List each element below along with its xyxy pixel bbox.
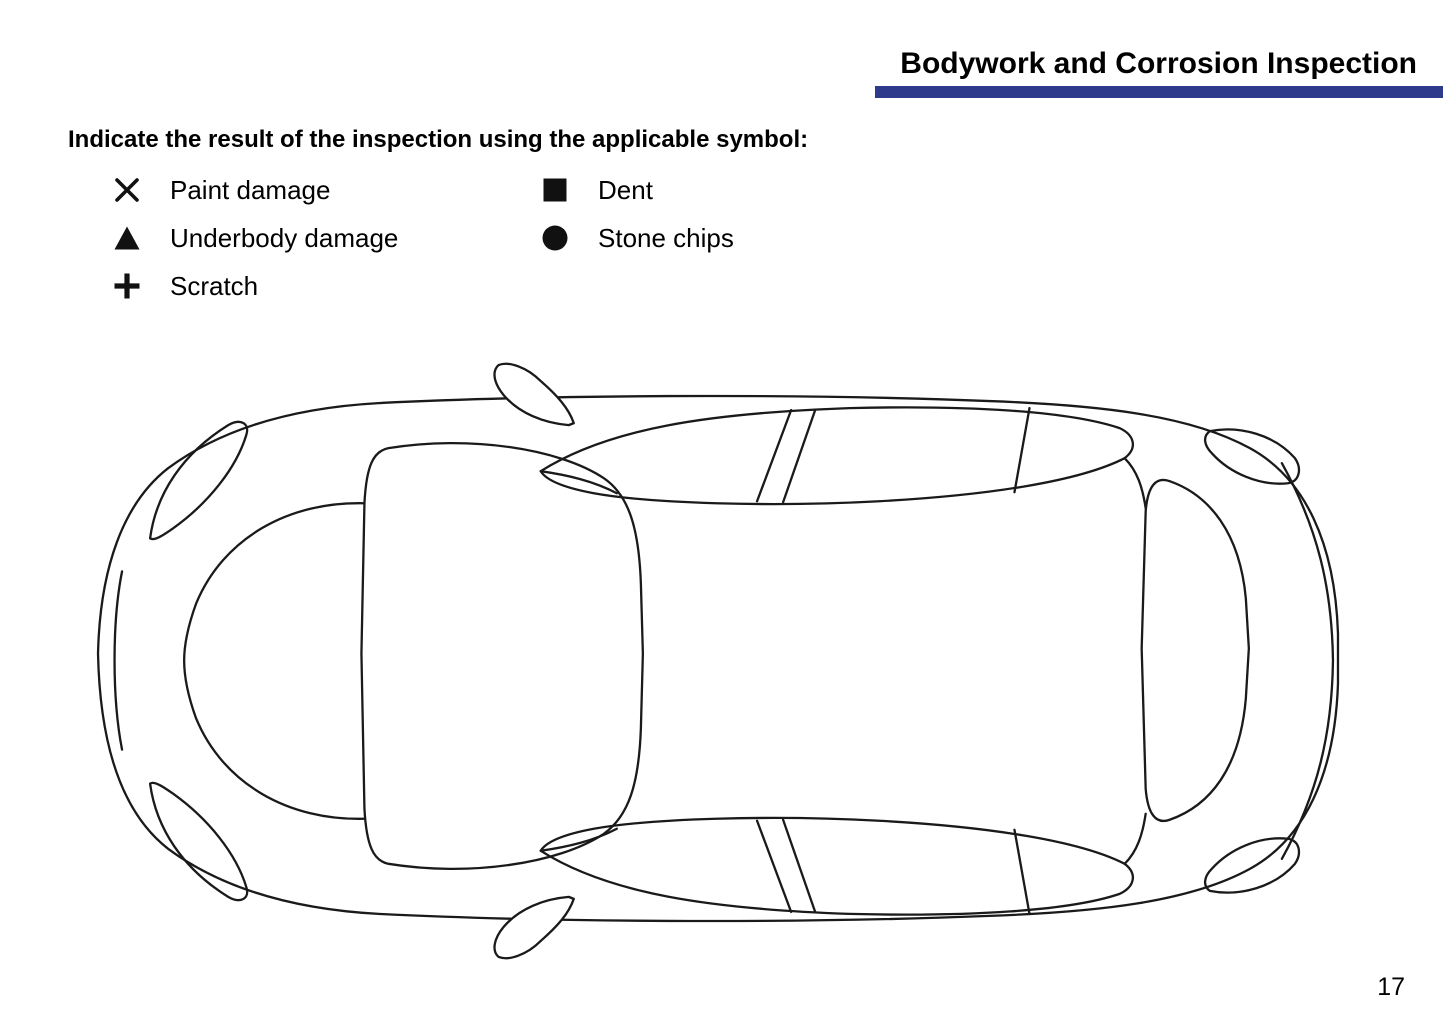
rear-window bbox=[1140, 478, 1250, 823]
a-pillar-bottom bbox=[539, 827, 618, 852]
legend-label: Dent bbox=[598, 174, 653, 205]
page-number: 17 bbox=[1377, 973, 1405, 1001]
b-pillar-top-1 bbox=[755, 408, 793, 503]
hood-line bbox=[183, 502, 366, 820]
taillight-left bbox=[1203, 428, 1301, 485]
side-mirror-bottom bbox=[493, 895, 575, 960]
c-pillar-top bbox=[1013, 406, 1031, 494]
symbol-legend: Paint damage Underbody damage Scratch bbox=[112, 166, 734, 310]
triangle-icon bbox=[112, 223, 170, 253]
legend-label: Scratch bbox=[170, 270, 259, 301]
square-icon bbox=[540, 175, 598, 205]
car-diagram-area bbox=[88, 352, 1350, 970]
circle-icon bbox=[540, 223, 598, 253]
headlight-right bbox=[148, 781, 249, 902]
legend-item-dent: Dent bbox=[540, 166, 734, 214]
rear-pillar-top bbox=[1123, 457, 1147, 510]
plus-icon bbox=[112, 271, 170, 301]
legend-item-scratch: Scratch bbox=[112, 262, 540, 310]
rear-pillar-bottom bbox=[1123, 812, 1147, 865]
windshield bbox=[360, 441, 645, 870]
b-pillar-bottom-1 bbox=[755, 819, 793, 914]
instruction-text: Indicate the result of the inspection us… bbox=[68, 126, 809, 153]
b-pillar-top-2 bbox=[781, 408, 817, 504]
front-bumper-line bbox=[113, 570, 124, 751]
car-body-outline bbox=[96, 394, 1340, 923]
legend-column-1: Paint damage Underbody damage Scratch bbox=[112, 166, 540, 310]
x-mark-icon bbox=[112, 175, 170, 205]
side-mirror-top bbox=[493, 362, 575, 427]
car-top-view-diagram bbox=[96, 362, 1340, 960]
legend-item-underbody-damage: Underbody damage bbox=[112, 214, 540, 262]
a-pillar-top bbox=[539, 470, 618, 495]
page-title: Bodywork and Corrosion Inspection bbox=[900, 47, 1417, 80]
headlight-left bbox=[148, 420, 249, 541]
b-pillar-bottom-2 bbox=[781, 818, 817, 914]
legend-label: Stone chips bbox=[598, 222, 734, 253]
c-pillar-bottom bbox=[1013, 828, 1031, 916]
legend-item-stone-chips: Stone chips bbox=[540, 214, 734, 262]
legend-label: Underbody damage bbox=[170, 222, 399, 253]
taillight-right bbox=[1203, 837, 1301, 894]
tailgate-line bbox=[1280, 462, 1335, 860]
legend-item-paint-damage: Paint damage bbox=[112, 166, 540, 214]
legend-label: Paint damage bbox=[170, 174, 331, 205]
header-accent-bar bbox=[875, 86, 1443, 98]
legend-column-2: Dent Stone chips bbox=[540, 166, 734, 310]
side-glass-bottom bbox=[539, 816, 1134, 916]
side-glass-top bbox=[539, 406, 1134, 506]
